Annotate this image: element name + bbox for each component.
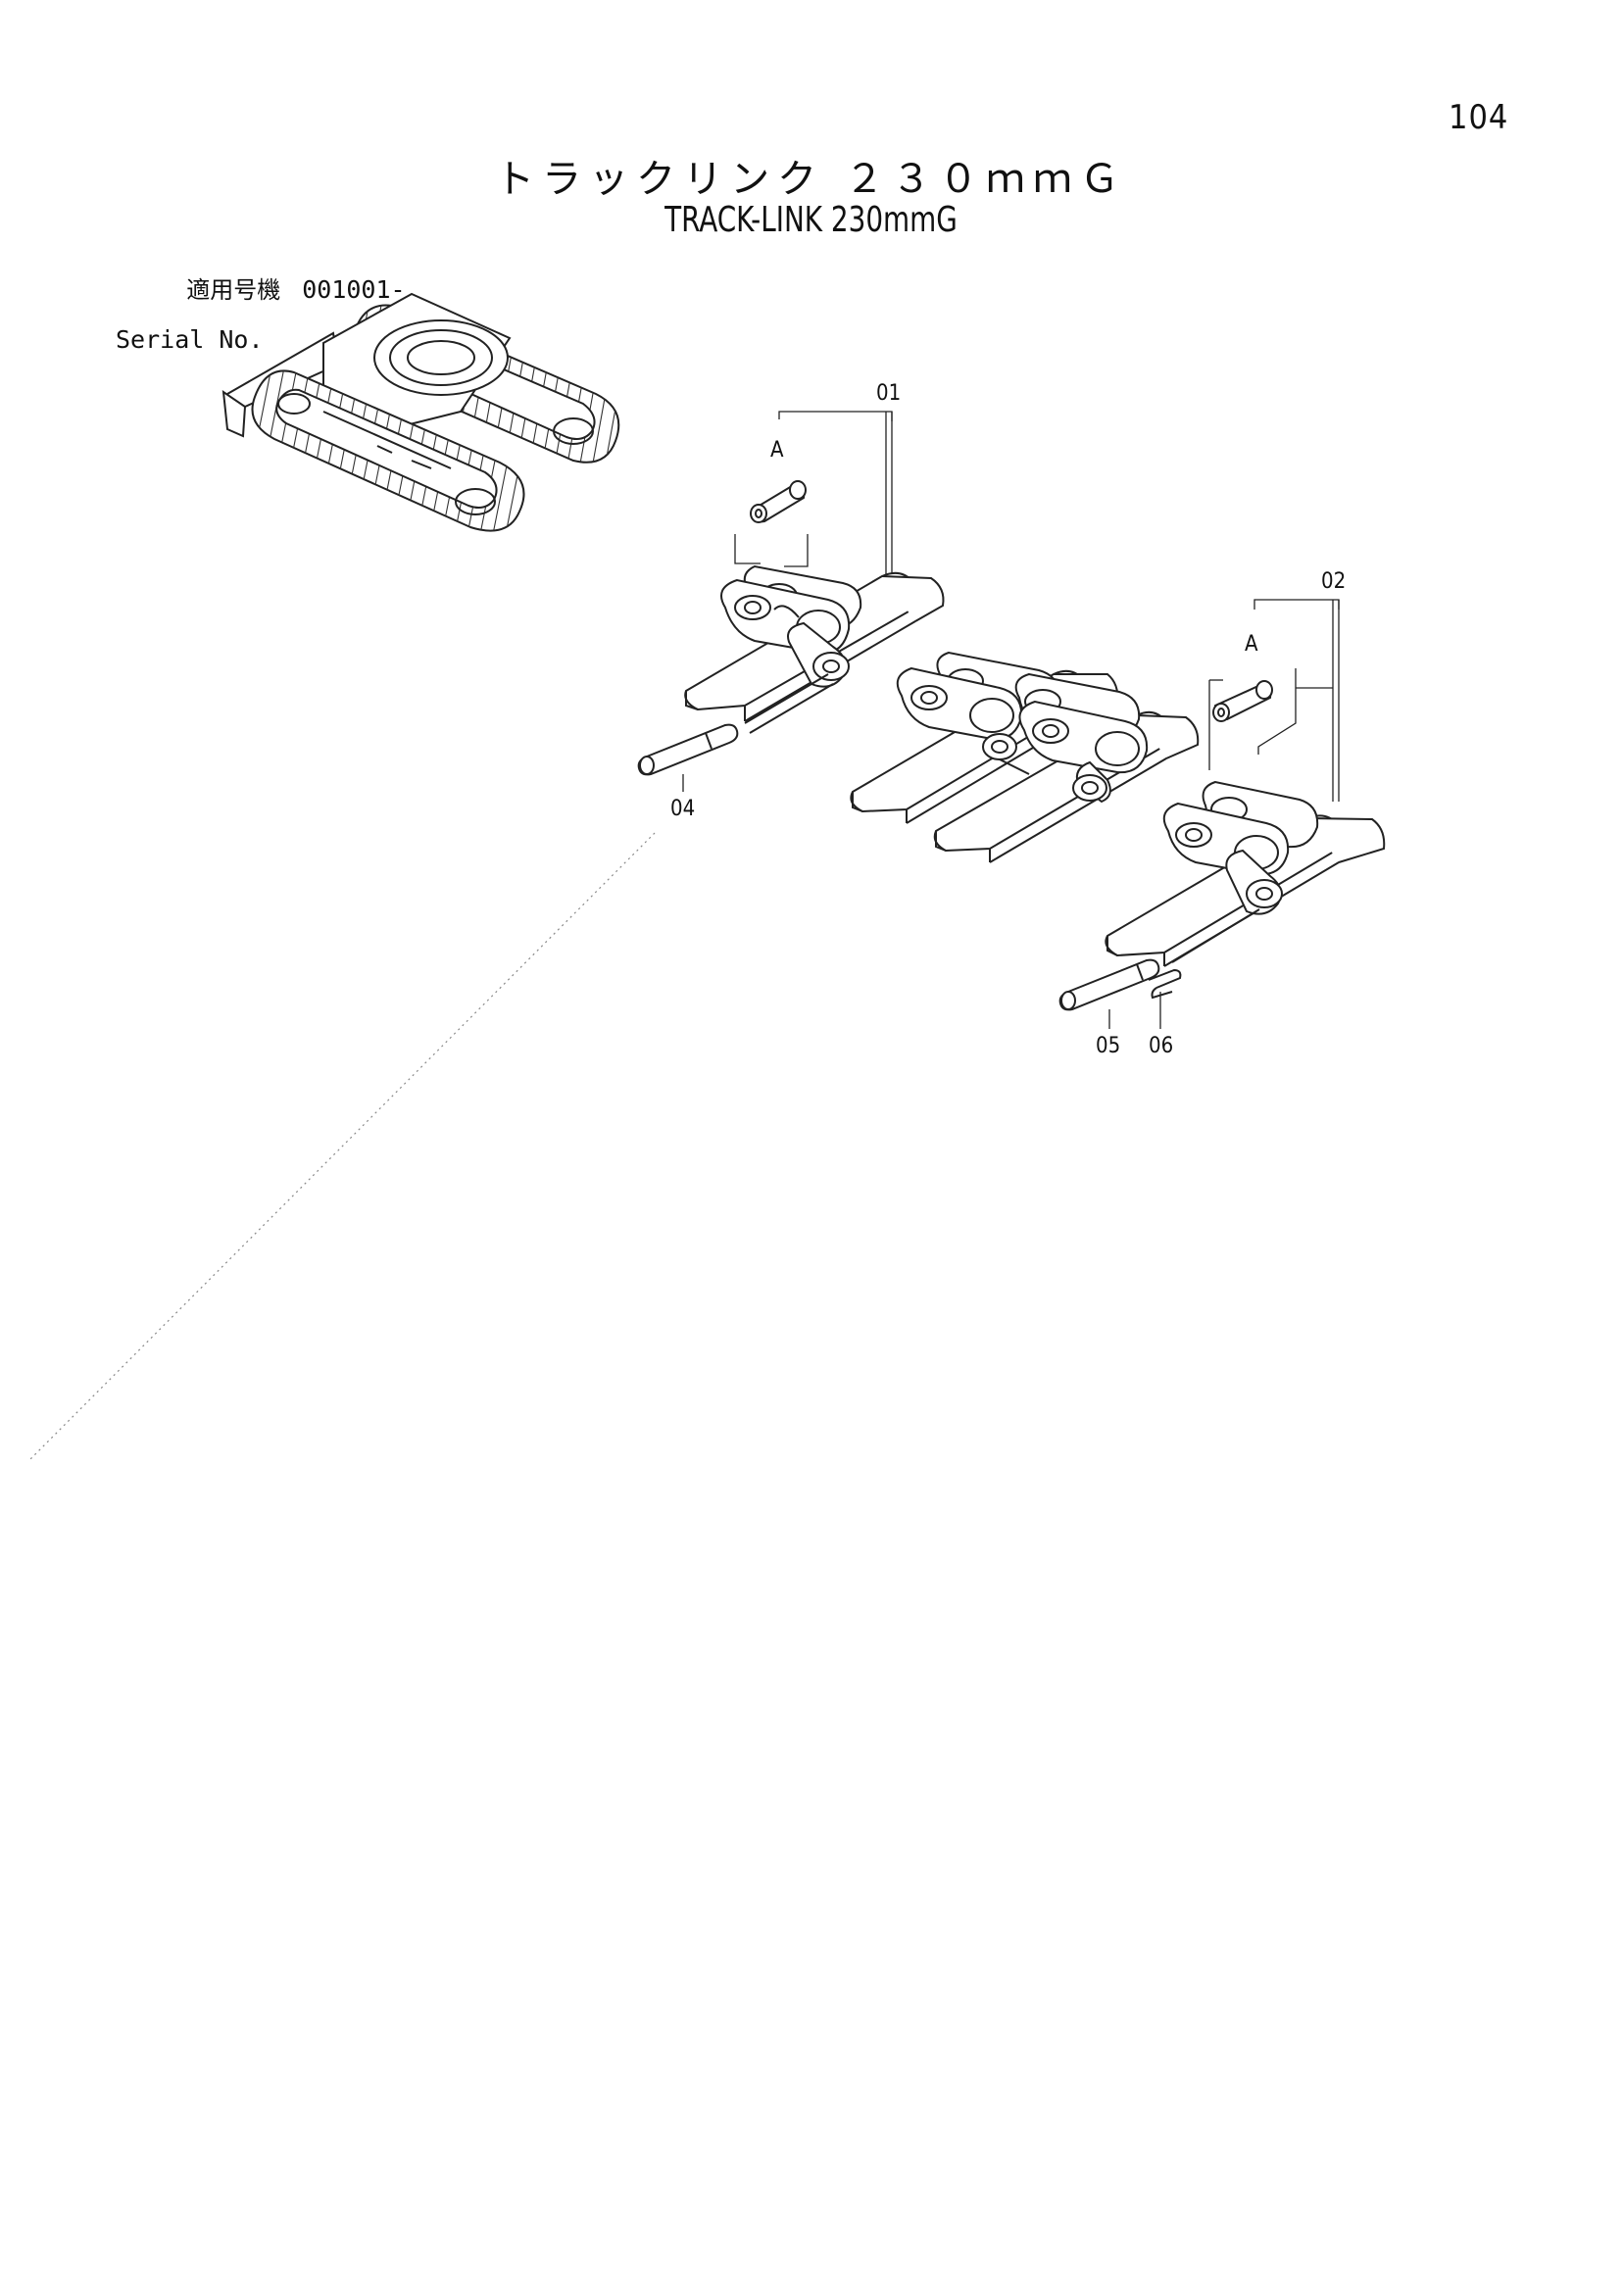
callout-label-06: 06 bbox=[1149, 1034, 1173, 1058]
master-pin-05 bbox=[1058, 958, 1160, 1011]
callout-label-01: 01 bbox=[876, 381, 901, 406]
track-link-middle-pair bbox=[850, 651, 1200, 863]
callout-label-04: 04 bbox=[670, 797, 695, 821]
track-link-assembly-01 bbox=[684, 564, 945, 734]
retaining-pin-06 bbox=[1148, 968, 1182, 1000]
serial-number-block: 適用号機 001001- Serial No. bbox=[116, 253, 406, 352]
serial-number-value: 001001- bbox=[302, 275, 406, 304]
detail-label-a-left: A bbox=[770, 438, 784, 463]
serial-label-english: Serial No. bbox=[116, 325, 264, 354]
page-title-japanese: トラックリンク ２３０ｍｍＧ bbox=[495, 157, 1127, 202]
bushing-a-left bbox=[750, 480, 807, 523]
serial-label-japanese: 適用号機 bbox=[186, 276, 281, 304]
undercarriage-locator-sketch bbox=[221, 292, 620, 532]
page-number: 104 bbox=[1449, 98, 1509, 137]
track-link-assembly-02 bbox=[1105, 780, 1386, 967]
callout-01-leader bbox=[734, 411, 893, 578]
bushing-a-right bbox=[1212, 680, 1273, 722]
track-continuation-dotted-line bbox=[28, 832, 656, 1461]
page-title-english: TRACK-LINK 230mmG bbox=[664, 200, 958, 240]
detail-label-a-right: A bbox=[1245, 632, 1258, 657]
callout-label-02: 02 bbox=[1321, 569, 1346, 594]
callout-02-leader bbox=[1208, 599, 1340, 802]
track-pin-04 bbox=[637, 723, 739, 776]
callout-label-05: 05 bbox=[1096, 1034, 1120, 1058]
